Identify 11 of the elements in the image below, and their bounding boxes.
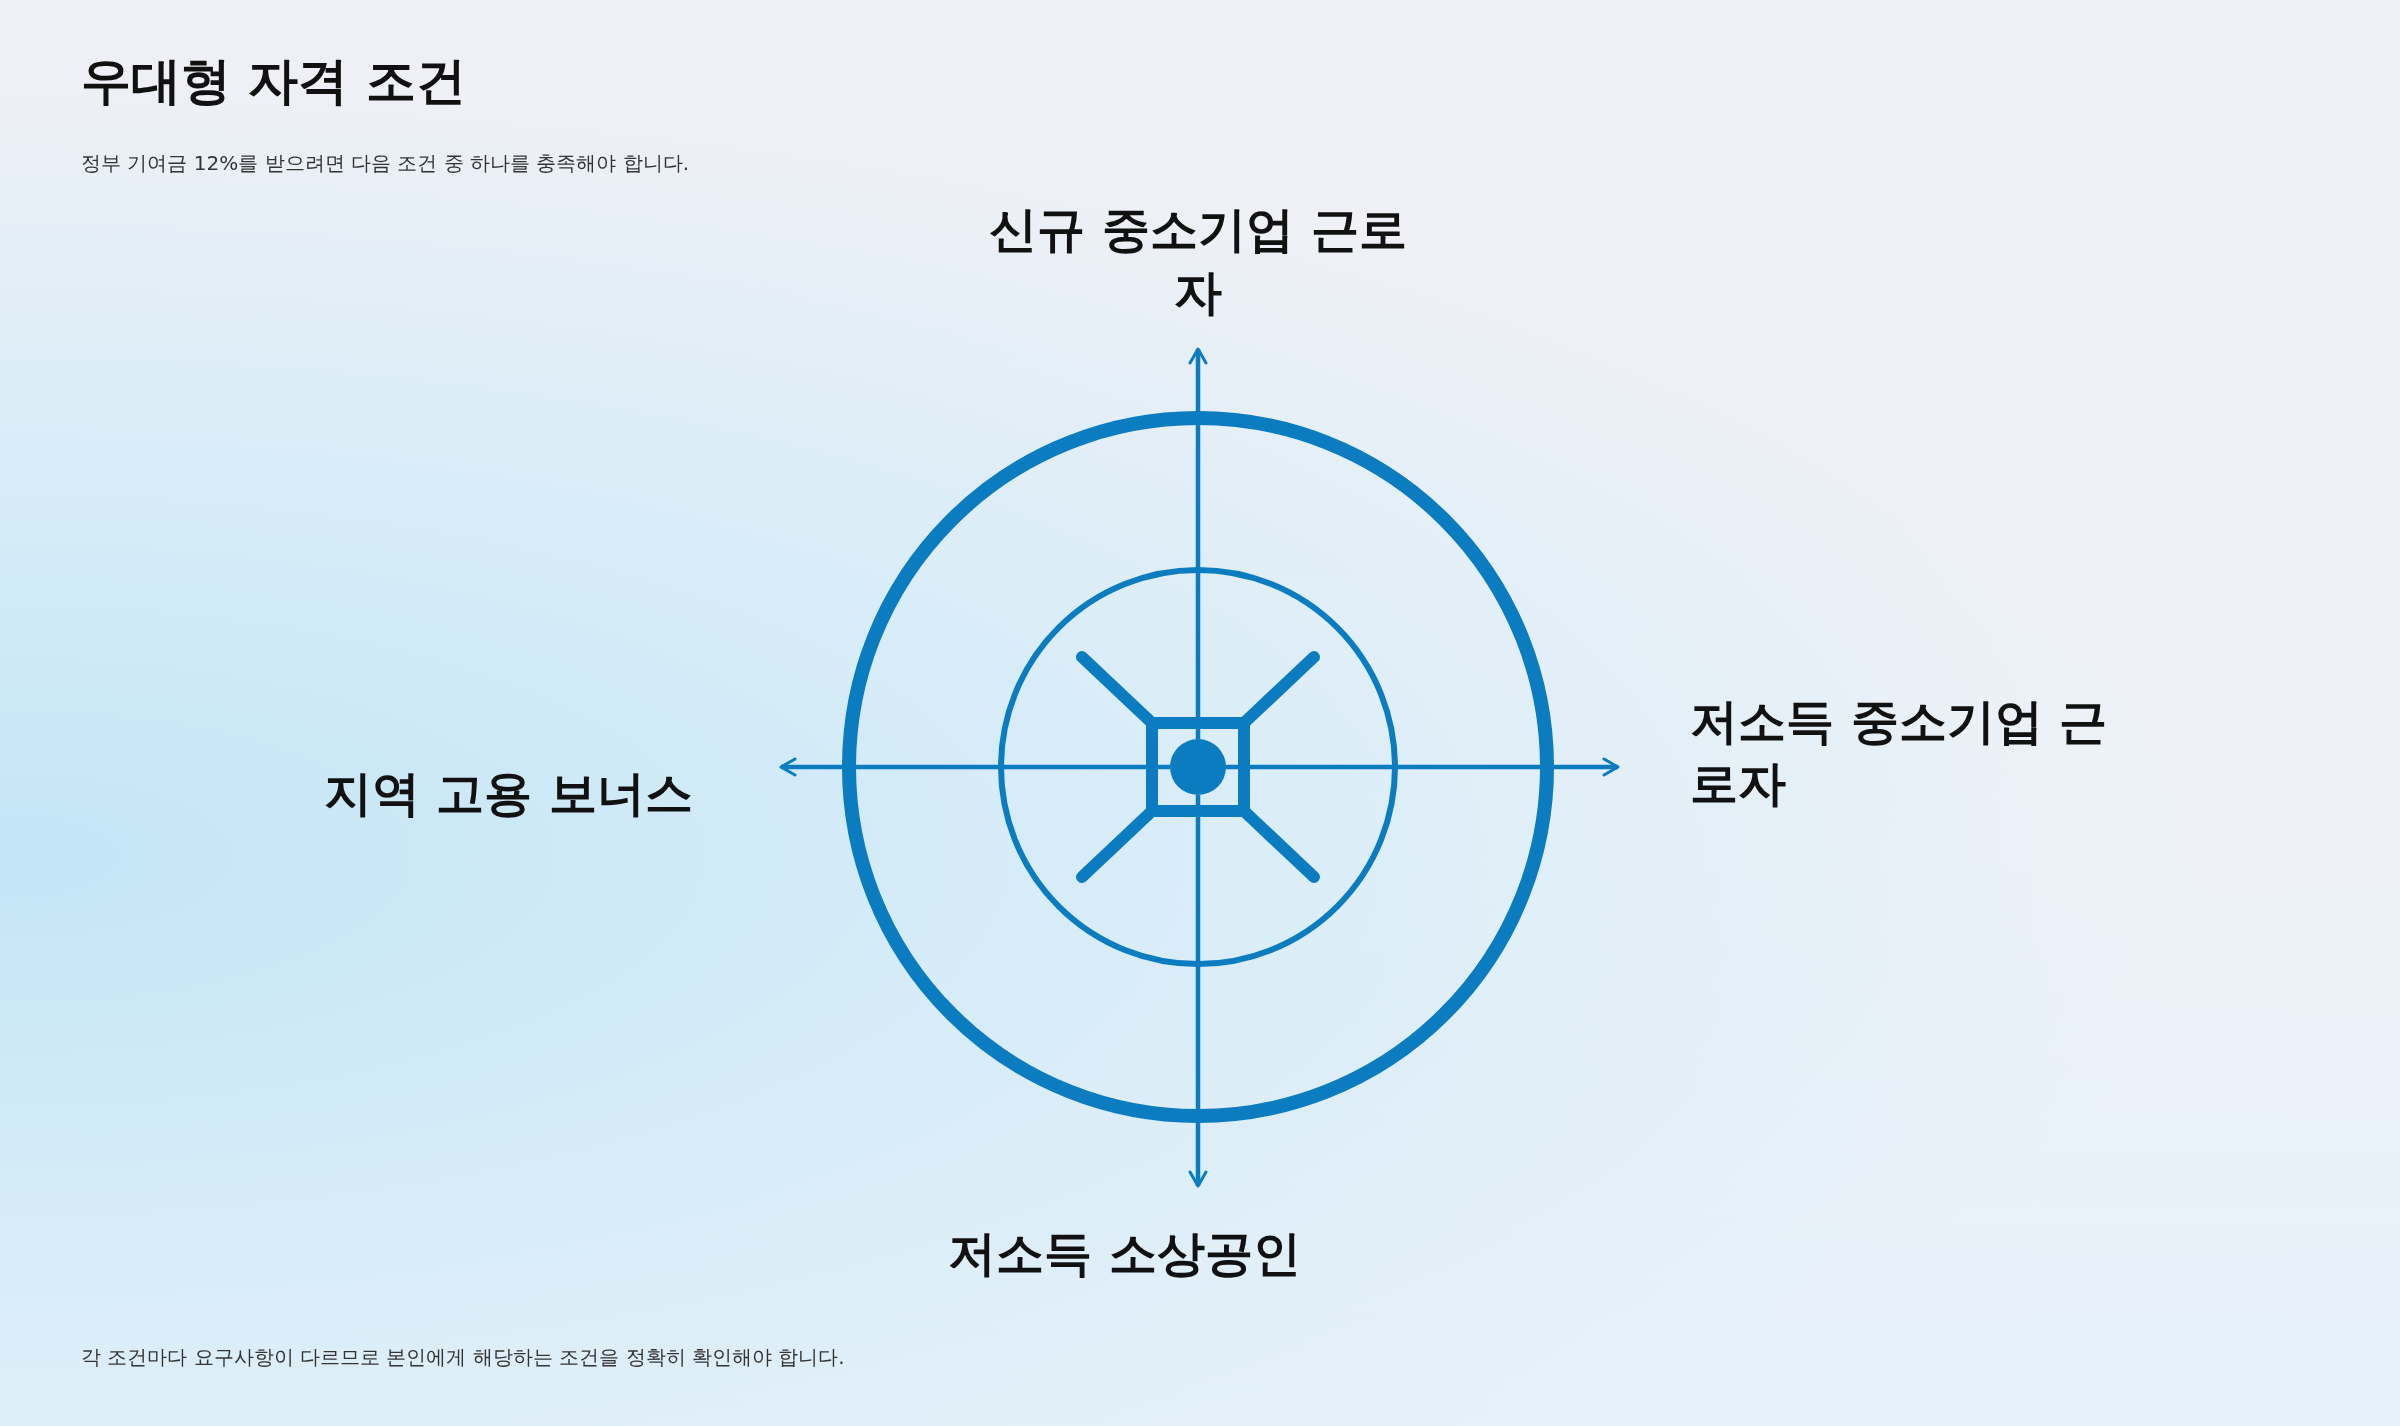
footnote: 각 조건마다 요구사항이 다르므로 본인에게 해당하는 조건을 정확히 확인해야 합니다.	[81, 1344, 845, 1371]
arrow	[1188, 795, 1208, 1188]
condition-label: 저소득 소상공인	[948, 1223, 1301, 1283]
arrow	[1188, 347, 1208, 739]
title: 우대형 자격 조건	[81, 51, 466, 112]
subtitle: 정부 기여금 12%를 받으려면 다음 조건 중 하나를 충족해야 합니다.	[81, 150, 690, 177]
arrow	[1226, 757, 1620, 777]
arrow	[779, 757, 1170, 777]
condition-label: 지역 고용 보너스	[323, 763, 694, 823]
condition-label: 저소득 중소기업 근로자	[1690, 692, 2109, 814]
condition-label: 신규 중소기업 근로자	[988, 200, 1408, 322]
